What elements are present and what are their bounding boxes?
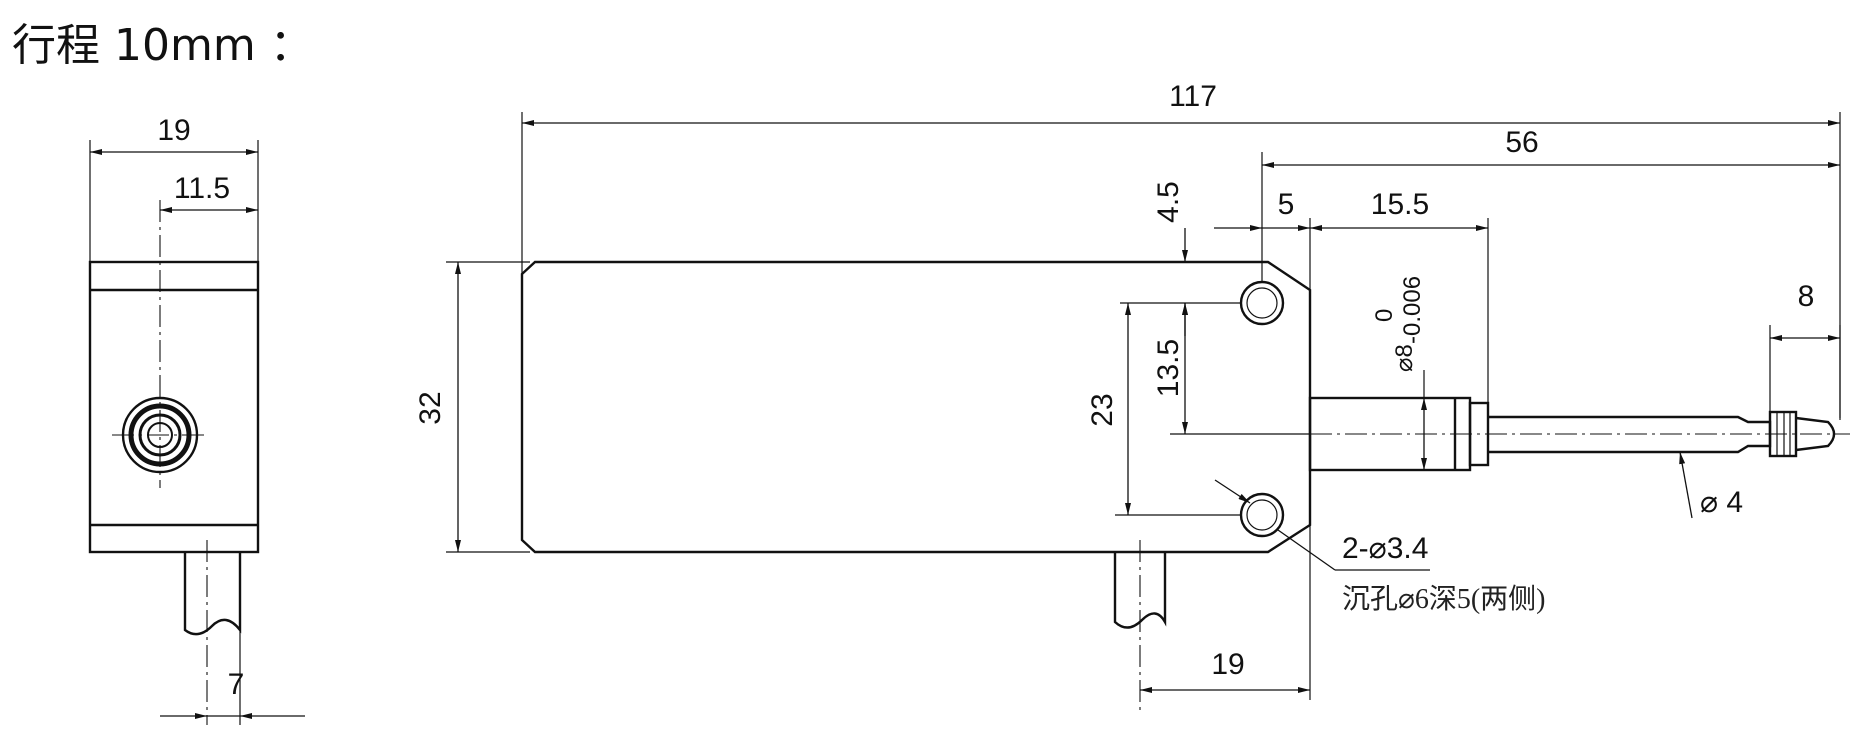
mounting-hole-top-inner: [1246, 287, 1278, 319]
dim-total-length: 117: [1169, 80, 1217, 113]
side-view: 19 11.5 7: [88, 114, 305, 725]
side-view-cable: [183, 552, 242, 636]
front-view-cable: [1113, 552, 1167, 629]
dim-height: 32: [414, 391, 447, 424]
side-view-body: [88, 260, 260, 554]
front-view-body: [520, 260, 1312, 554]
dim-tolerance-lower: -0.006: [1399, 276, 1426, 344]
dim-cable-offset: 19: [1211, 648, 1244, 681]
leader-holes: [1277, 529, 1336, 571]
dim-side-width: 19: [157, 114, 190, 147]
leader-rod-diameter: [1679, 451, 1693, 519]
note-counterbore: 沉孔⌀6深5(两侧): [1342, 583, 1546, 615]
dim-hole-spacing: 23: [1086, 393, 1119, 426]
leader-holes-arrow: [1214, 479, 1251, 504]
dim-rod-diameter: ⌀ 4: [1700, 486, 1743, 519]
dim-body-15-5: 15.5: [1371, 188, 1429, 221]
dim-side-offset: 11.5: [174, 172, 230, 205]
probe-tip: [1795, 416, 1836, 452]
dim-diameter-8: ⌀8: [1391, 344, 1418, 372]
dim-offset-4-5: 4.5: [1152, 181, 1185, 223]
dim-cable-width: 7: [228, 668, 245, 701]
front-view: 117 56 5 15.5 4.5 13.5 23 32 ⌀8: [414, 80, 1850, 712]
dim-spacing-5: 5: [1278, 188, 1295, 221]
dim-tip: 8: [1798, 280, 1815, 313]
mounting-hole-bottom-inner: [1246, 499, 1278, 531]
dim-holes: 2-⌀3.4: [1342, 532, 1428, 565]
dim-rod-length: 56: [1505, 126, 1538, 159]
dim-axis-offset: 13.5: [1152, 339, 1185, 397]
dim-tolerance-upper: 0: [1371, 309, 1398, 322]
stroke-title: 行程 10mm ：: [12, 20, 314, 71]
